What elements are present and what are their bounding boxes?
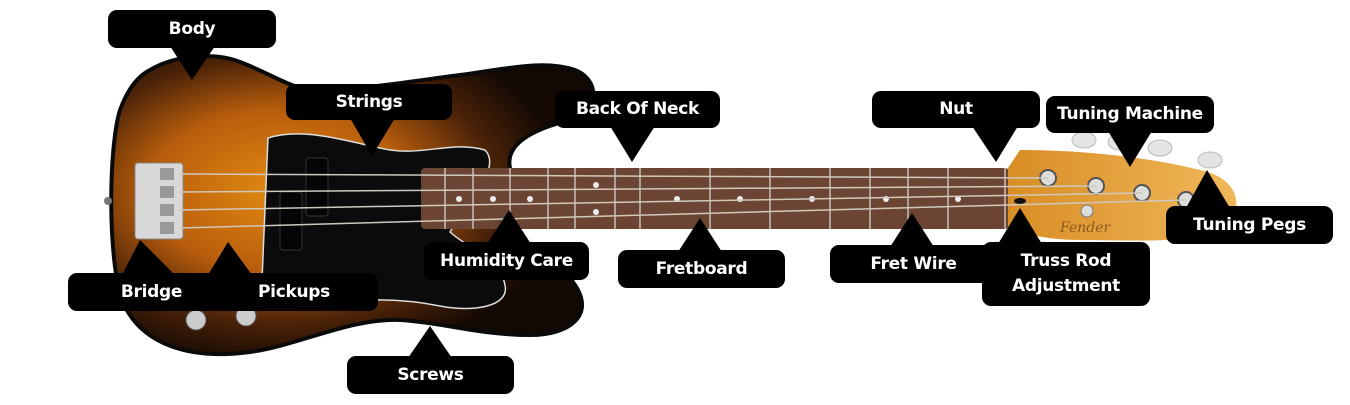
strings xyxy=(179,173,1187,229)
label-tuning-machine: Tuning Machine xyxy=(1046,96,1214,133)
label-fretboard: Fretboard xyxy=(618,250,785,288)
volume-knob xyxy=(185,309,207,331)
label-nut: Nut xyxy=(872,91,1040,128)
headstock-logo: Fender xyxy=(1059,220,1111,236)
string-tree xyxy=(1080,204,1094,218)
label-pickups: Pickups xyxy=(210,273,378,311)
label-back-of-neck: Back Of Neck xyxy=(555,91,720,128)
label-pointers xyxy=(122,46,1230,358)
bridge-plate xyxy=(134,162,184,240)
label-truss-rod-adjustment: Truss Rod Adjustment xyxy=(982,242,1150,306)
strap-button xyxy=(104,197,112,205)
label-strings: Strings xyxy=(286,84,452,120)
pickup-lower xyxy=(279,191,303,251)
label-fret-wire: Fret Wire xyxy=(830,245,997,283)
pickup-upper xyxy=(305,157,329,217)
label-bridge: Bridge xyxy=(68,273,235,311)
label-humidity-care: Humidity Care xyxy=(424,242,589,280)
label-body: Body xyxy=(108,10,276,48)
label-screws: Screws xyxy=(347,356,514,394)
fretboard xyxy=(421,168,1009,229)
truss-rod-nut xyxy=(1014,198,1026,204)
label-tuning-pegs: Tuning Pegs xyxy=(1166,206,1333,244)
